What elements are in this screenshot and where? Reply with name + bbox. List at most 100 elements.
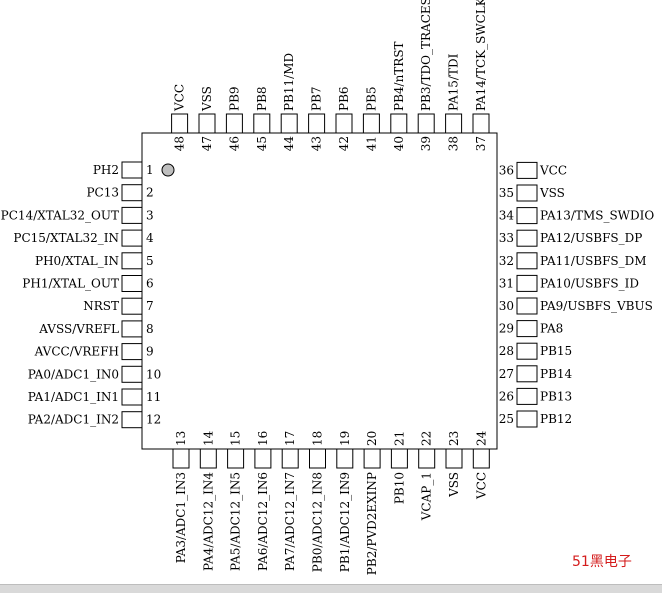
pin-name: PA11/USBFS_DM	[540, 254, 647, 268]
pin-box	[516, 365, 538, 383]
pin-box	[390, 448, 408, 469]
pin-number: 33	[499, 231, 514, 245]
pin-box	[516, 252, 538, 270]
pin-box	[254, 448, 272, 469]
pin-box	[516, 207, 538, 225]
pin-number: 11	[146, 390, 161, 404]
pin-box	[198, 113, 216, 134]
pin-number: 13	[174, 431, 188, 446]
pin-number: 9	[146, 345, 154, 359]
pin-number: 18	[311, 431, 325, 446]
pin-box	[225, 113, 243, 134]
pin-number: 38	[447, 136, 461, 151]
pin-name: PA13/TMS_SWDIO	[540, 209, 654, 223]
pin-name: PA15/TDI	[447, 53, 461, 111]
pin-number: 37	[474, 136, 488, 151]
pin-name: PB15	[540, 344, 572, 358]
pin-name: PA0/ADC1_IN0	[28, 367, 119, 381]
pin-number: 41	[364, 136, 378, 151]
pin-box	[121, 320, 143, 338]
pin-box	[309, 448, 326, 469]
pin-box	[121, 252, 143, 270]
pin-number: 19	[338, 431, 352, 446]
pin-name: PB9	[227, 86, 241, 111]
pin-box	[121, 275, 143, 292]
pin-box	[121, 411, 143, 429]
pin-number: 28	[499, 344, 514, 358]
pin-name: PH2	[93, 163, 119, 177]
pin-box	[171, 113, 189, 134]
pin-box	[227, 448, 245, 469]
pin-name: PB13	[540, 389, 572, 403]
pin-number: 30	[499, 299, 514, 313]
pin-name: VSS	[539, 186, 565, 200]
pin-number: 25	[499, 412, 514, 426]
pin-box	[121, 365, 143, 383]
pin-number: 4	[146, 231, 154, 245]
pin-number: 26	[499, 389, 514, 403]
pin-box	[516, 387, 538, 405]
pin-box	[280, 113, 298, 134]
pin-name: AVCC/VREFH	[34, 345, 119, 359]
pin-number: 23	[447, 431, 461, 446]
pin-box	[308, 113, 326, 134]
pin-number: 36	[499, 163, 514, 177]
pin-number: 10	[146, 367, 161, 381]
pin-name: PA8	[540, 322, 563, 336]
pin-number: 5	[146, 254, 154, 268]
pin-box	[121, 184, 143, 202]
pin-number: 45	[255, 136, 269, 151]
pin-number: 17	[283, 431, 297, 446]
pin-box	[335, 113, 353, 134]
pin-number: 8	[146, 322, 154, 336]
pin-box	[121, 297, 143, 315]
pin-number: 21	[392, 431, 406, 446]
pin-name: PB2/PVD2EXINP	[365, 472, 379, 575]
pin-box	[445, 113, 463, 134]
pin-number: 43	[310, 136, 324, 151]
pin-name: PC14/XTAL32_OUT	[1, 208, 119, 222]
pin-box	[472, 113, 490, 134]
pin-name: PB11/MD	[282, 53, 296, 111]
pin-name: PA10/USBFS_ID	[540, 276, 639, 290]
chip-body	[141, 132, 498, 450]
pin-box	[445, 448, 463, 469]
pin-name: PH1/XTAL_OUT	[22, 277, 119, 291]
pin-number: 22	[420, 431, 434, 446]
pin-name: PA2/ADC1_IN2	[28, 413, 119, 427]
pin-box	[253, 113, 271, 134]
pin-name: PA9/USBFS_VBUS	[540, 299, 653, 313]
pin-number: 16	[256, 431, 270, 446]
pin-name: NRST	[83, 299, 119, 313]
bottom-scrollbar[interactable]	[0, 584, 662, 593]
pin-box	[516, 184, 538, 202]
pin-number: 24	[474, 430, 488, 446]
pin-box	[417, 113, 435, 134]
pin-name: AVSS/VREFL	[38, 322, 119, 336]
pin-number: 34	[499, 209, 515, 223]
pin-box	[121, 206, 143, 224]
pin-name: PB5	[364, 86, 378, 111]
watermark-label: 51黑电子	[572, 554, 632, 570]
pin-name: VCC	[173, 84, 187, 112]
pin-box	[390, 113, 408, 134]
pin-number: 2	[146, 186, 154, 200]
pin-box	[121, 161, 143, 179]
pin-number: 47	[200, 136, 214, 151]
pin-name: VCAP_1	[420, 472, 434, 521]
pin-name: PA3/ADC1_IN3	[174, 472, 188, 563]
pin-number: 46	[227, 136, 241, 151]
pin-box	[121, 388, 143, 406]
pin-name: PA5/ADC12_IN5	[229, 472, 243, 571]
pin-name: PA14/TCK_SWCLK	[474, 0, 488, 111]
pin-number: 40	[392, 136, 406, 151]
pin-number: 1	[146, 163, 154, 177]
pin-name: PB4/nTRST	[392, 41, 406, 111]
pin-name: PB8	[255, 86, 269, 111]
pin-number: 27	[499, 367, 514, 381]
pin-number: 7	[146, 299, 154, 313]
pin-name: PA12/USBFS_DP	[540, 231, 642, 245]
pin-number: 39	[419, 136, 433, 151]
pin-box	[336, 448, 354, 469]
